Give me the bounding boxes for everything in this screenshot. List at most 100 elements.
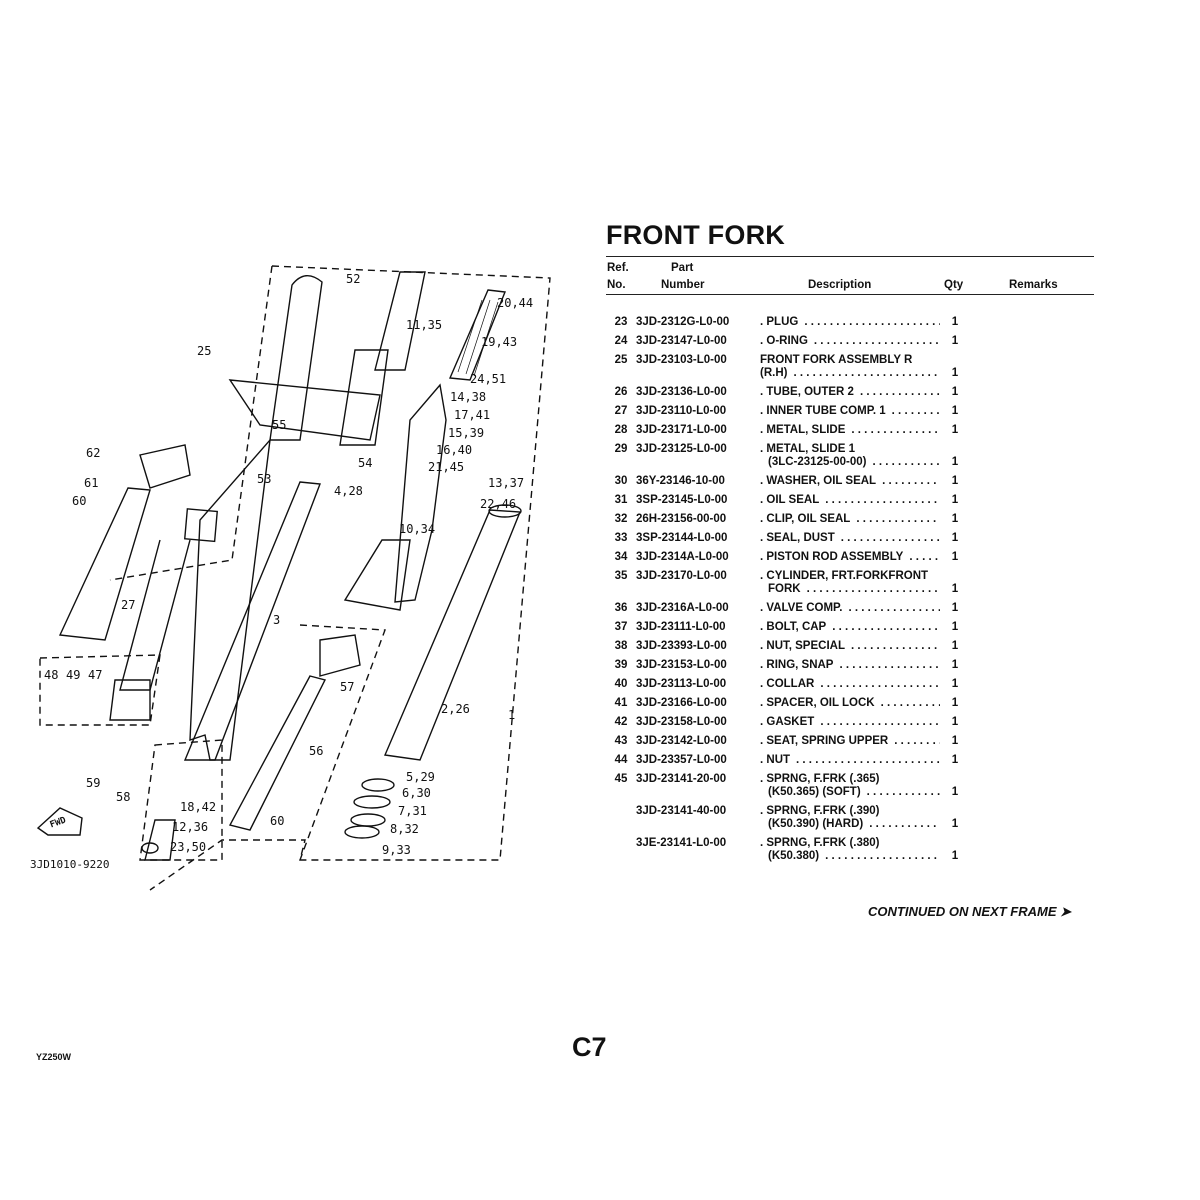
- part-number: 3JD-23136-L0-00: [636, 386, 727, 398]
- ref-number: 40: [614, 678, 628, 690]
- callout-label: 58: [116, 790, 131, 804]
- part-number: 3JD-23141-40-00: [636, 805, 727, 817]
- dot-leader: [876, 475, 940, 488]
- dot-leader: [826, 621, 940, 634]
- quantity-value: 1: [951, 405, 959, 417]
- header-bottom-rule: [606, 294, 1094, 295]
- header-qty: Qty: [944, 279, 964, 291]
- ref-number: 36: [614, 602, 628, 614]
- table-row: 36 3JD-2316A-L0-00 . VALVE COMP. 1: [606, 602, 1006, 615]
- description-line: . BOLT, CAP: [760, 621, 827, 633]
- quantity-value: 1: [951, 367, 959, 379]
- callout-label: 12,36: [172, 820, 209, 834]
- quantity-value: 1: [951, 818, 959, 830]
- part-number: 3JD-23142-L0-00: [636, 735, 727, 747]
- description: . METAL, SLIDE 1(3LC-23125-00-00): [760, 443, 940, 469]
- part-number: 3JD-23125-L0-00: [636, 443, 727, 455]
- header-ref-2: No.: [607, 279, 626, 291]
- ref-number: 30: [614, 475, 628, 487]
- quantity: 1: [940, 475, 970, 488]
- dot-leader: [814, 678, 940, 691]
- quantity: 1: [940, 316, 970, 329]
- description: . NUT, SPECIAL: [760, 640, 940, 653]
- description: FRONT FORK ASSEMBLY R(R.H): [760, 354, 940, 380]
- description-line: . SPACER, OIL LOCK: [760, 697, 875, 709]
- dot-leader: [835, 532, 940, 545]
- part-number: 3SP-23144-L0-00: [636, 532, 728, 544]
- description-line: . METAL, SLIDE 1: [760, 443, 855, 455]
- ref-number: 25: [614, 354, 628, 366]
- quantity: 1: [940, 405, 970, 418]
- description-line: . TUBE, OUTER 2: [760, 386, 854, 398]
- quantity: 1: [940, 386, 970, 399]
- callout-label: 1: [508, 708, 516, 722]
- callout-label: 4,28: [334, 484, 363, 498]
- quantity-value: 1: [951, 513, 959, 525]
- callout-label: 61: [84, 476, 99, 490]
- ref-number: 26: [614, 386, 628, 398]
- quantity-value: 1: [951, 602, 959, 614]
- description-line: (K50.365) (SOFT): [768, 786, 861, 798]
- description-line: . PLUG: [760, 316, 799, 328]
- description: . INNER TUBE COMP. 1: [760, 405, 940, 418]
- dot-leader: [814, 716, 940, 729]
- quantity: 1: [940, 354, 970, 380]
- quantity: 1: [940, 532, 970, 545]
- dot-leader: [787, 367, 940, 380]
- continued-note: CONTINUED ON NEXT FRAME ➤: [868, 904, 1072, 919]
- description-line: . CLIP, OIL SEAL: [760, 513, 851, 525]
- description: . PISTON ROD ASSEMBLY: [760, 551, 940, 564]
- callout-label: 25: [197, 344, 212, 358]
- header-ref-1: Ref.: [607, 262, 629, 274]
- description-line: . COLLAR: [760, 678, 815, 690]
- part-number: 3JD-23141-20-00: [636, 773, 727, 785]
- description: . SPRNG, F.FRK (.365)(K50.365) (SOFT): [760, 773, 940, 799]
- description: . BOLT, CAP: [760, 621, 940, 634]
- description-line: FORK: [768, 583, 801, 595]
- quantity-value: 1: [951, 316, 959, 328]
- description: . TUBE, OUTER 2: [760, 386, 940, 399]
- description-line: . SPRNG, F.FRK (.365): [760, 773, 880, 785]
- ref-number: 34: [614, 551, 628, 563]
- ref-number: 32: [614, 513, 628, 525]
- part-number: 3JD-2316A-L0-00: [636, 602, 729, 614]
- quantity-value: 1: [951, 678, 959, 690]
- callout-label: 5,29: [406, 770, 435, 784]
- callout-label: 17,41: [454, 408, 491, 422]
- part-number: 36Y-23146-10-00: [636, 475, 725, 487]
- description: . VALVE COMP.: [760, 602, 940, 615]
- description: . NUT: [760, 754, 940, 767]
- callout-label: 60: [270, 814, 285, 828]
- callout-label: 47: [88, 668, 103, 682]
- ref-number: 37: [614, 621, 628, 633]
- part-number: 3JD-23393-L0-00: [636, 640, 727, 652]
- part-number: 26H-23156-00-00: [636, 513, 727, 525]
- quantity-value: 1: [951, 386, 959, 398]
- description: . SEAT, SPRING UPPER: [760, 735, 940, 748]
- dot-leader: [863, 818, 940, 831]
- callout-label: 49: [66, 668, 81, 682]
- quantity-value: 1: [951, 475, 959, 487]
- page-title: FRONT FORK: [606, 220, 785, 250]
- ref-number: 28: [614, 424, 628, 436]
- dot-leader: [866, 456, 940, 469]
- description-line: FRONT FORK ASSEMBLY R: [760, 354, 913, 366]
- callout-label: 21,45: [428, 460, 465, 474]
- quantity: 1: [940, 335, 970, 348]
- part-number: 3JD-23171-L0-00: [636, 424, 727, 436]
- callout-label: 7,31: [398, 804, 427, 818]
- description-line: . SPRNG, F.FRK (.390): [760, 805, 880, 817]
- description-line: . RING, SNAP: [760, 659, 834, 671]
- description: . PLUG: [760, 316, 940, 329]
- part-number: 3JD-23170-L0-00: [636, 570, 727, 582]
